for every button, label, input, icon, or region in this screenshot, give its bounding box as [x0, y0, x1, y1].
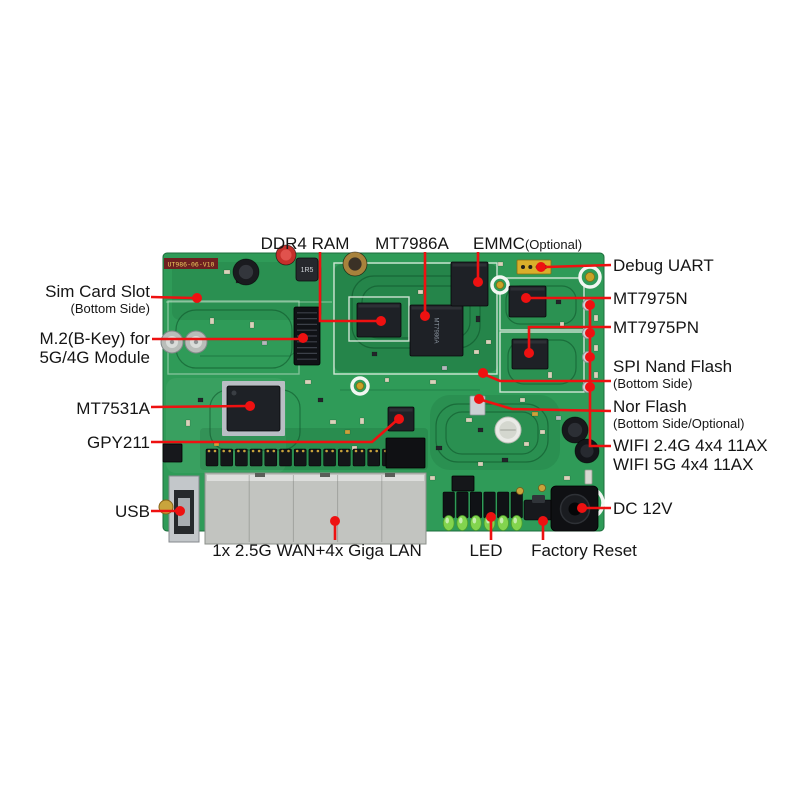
transformer-large	[385, 437, 426, 469]
smd-component	[531, 411, 539, 417]
callout-leader-mt7986a	[420, 252, 430, 321]
svg-text:MT7986A: MT7986A	[433, 317, 439, 343]
component	[451, 475, 475, 492]
smd-component	[547, 371, 553, 379]
callout-leader-spi-nand-flash	[478, 368, 611, 383]
silkscreen-box	[499, 331, 585, 393]
pcb-trace-outline	[445, 411, 539, 455]
mounting-hole	[578, 265, 602, 289]
smd-component	[185, 419, 191, 427]
smd-component	[304, 379, 312, 385]
capacitor-white	[494, 416, 522, 444]
smd-component	[497, 261, 504, 267]
metal-standoff	[184, 330, 208, 354]
callout-leader-m2-bkey	[152, 333, 308, 343]
smd-component	[485, 339, 492, 345]
mounting-hole	[490, 275, 510, 295]
callout-leader-usb	[151, 506, 185, 516]
capacitor	[574, 438, 600, 464]
smd-component	[441, 365, 448, 371]
pcb-shade-patch	[172, 262, 322, 320]
smd-component	[209, 317, 215, 325]
smd-component	[344, 429, 351, 435]
smd-component	[539, 429, 546, 435]
smd-component	[329, 419, 337, 425]
smd-component	[249, 321, 255, 329]
callout-leader-mt7975pn	[524, 325, 611, 358]
callout-leader-debug-uart	[536, 262, 612, 272]
smd-component	[223, 269, 231, 275]
capacitor	[561, 416, 589, 444]
smd-component	[359, 417, 365, 425]
smd-component	[261, 340, 268, 346]
smd-component	[417, 289, 424, 295]
smd-component	[384, 377, 390, 383]
coil-inductor	[232, 258, 260, 286]
mounting-hole	[350, 376, 370, 396]
board-version-label: UT986-06-V10	[164, 258, 218, 269]
smd-component	[477, 427, 484, 433]
smd-component	[475, 315, 481, 323]
callout-leader-gpy211	[151, 414, 404, 444]
smd-component	[501, 457, 509, 463]
lan-port-shield	[204, 472, 427, 545]
component	[162, 443, 183, 463]
callout-leader-dc-12v	[577, 503, 611, 513]
dc-jack	[550, 485, 599, 532]
svg-text:1R5: 1R5	[301, 267, 314, 274]
smd-component	[593, 314, 599, 322]
silkscreen-box	[348, 296, 410, 342]
gold-round-component	[342, 251, 368, 277]
smd-component	[317, 397, 324, 403]
smd-component	[593, 371, 599, 379]
callout-leader-ddr4-ram	[318, 252, 386, 326]
smd-component	[563, 475, 571, 481]
red-capacitor	[275, 244, 297, 266]
smd-component	[519, 397, 526, 403]
smd-component	[555, 415, 562, 421]
silkscreen-box	[333, 262, 498, 375]
callout-leader-nor-flash	[474, 394, 612, 413]
smd-component	[429, 379, 437, 385]
smd-component	[465, 417, 473, 423]
smd-component	[435, 445, 443, 451]
callout-leader-mt7531a	[150, 401, 255, 411]
mt7986a-chip: MT7986A	[409, 304, 464, 357]
smd-component	[197, 397, 204, 403]
smd-component	[371, 351, 378, 357]
smd-component	[523, 441, 530, 447]
transformer-row	[205, 448, 425, 467]
reset-button	[516, 484, 553, 521]
smd-component	[593, 344, 599, 352]
metal-standoff	[160, 330, 184, 354]
led-row	[442, 491, 523, 531]
smd-component	[477, 461, 484, 467]
smd-component	[473, 349, 480, 355]
smd-component	[555, 299, 562, 305]
inductor-1r5: 1R5	[295, 257, 319, 282]
svg-text:UT986-06-V10: UT986-06-V10	[168, 261, 215, 269]
component	[584, 469, 593, 485]
smd-component	[429, 475, 436, 481]
callout-leader-wan-lan	[330, 516, 340, 540]
callout-leader-mt7975n	[521, 293, 611, 303]
callout-leader-wifi-antennas	[585, 300, 611, 448]
callout-leader-factory-reset	[538, 516, 548, 540]
callout-leader-emmc	[473, 252, 483, 287]
callout-leader-led	[486, 512, 496, 540]
callout-leader-sim-card-slot	[150, 293, 202, 303]
